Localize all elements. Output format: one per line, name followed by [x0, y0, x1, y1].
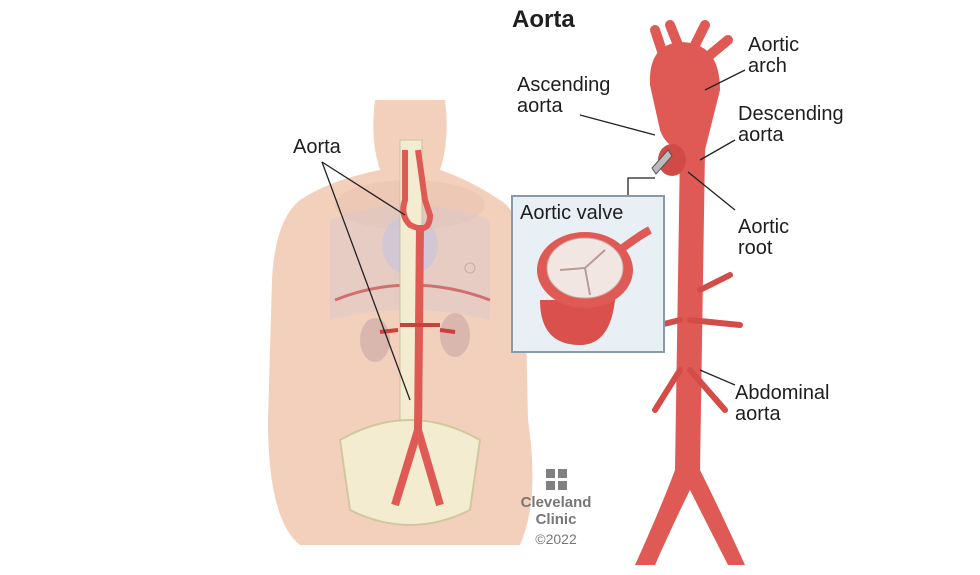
logo-line2: Clinic	[535, 511, 577, 528]
label-line: Descending	[738, 103, 844, 125]
label-line: Aortic	[738, 216, 790, 238]
logo-line1: Cleveland	[520, 494, 592, 511]
cleveland-clinic-logo: Cleveland Clinic ©2022	[516, 494, 596, 548]
label-aorta: Aorta	[293, 136, 341, 158]
label-line: aorta	[517, 95, 563, 117]
label-line: Aortic	[748, 34, 800, 56]
label-line: Abdominal	[735, 382, 830, 404]
aortic-valve-inset	[511, 195, 665, 353]
label-aortic-valve: Aortic valve	[520, 202, 624, 224]
label-line: Ascending	[517, 74, 611, 96]
label-line: aorta	[738, 124, 784, 146]
label-line: aorta	[735, 403, 781, 425]
diagram-title: Aorta	[512, 6, 575, 33]
copyright: ©2022	[535, 531, 577, 547]
body-aorta	[379, 149, 456, 507]
cleveland-clinic-logo-icon	[546, 469, 567, 490]
label-line: root	[738, 237, 773, 259]
label-line: arch	[748, 55, 787, 77]
